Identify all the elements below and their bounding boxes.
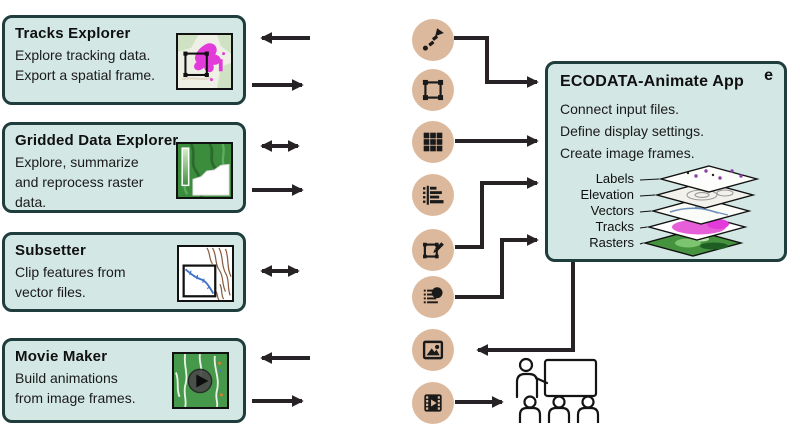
box-title: Subsetter bbox=[15, 242, 86, 259]
spatial-frame-icon bbox=[412, 69, 454, 111]
film-glyph bbox=[424, 394, 442, 412]
image-frames-icon bbox=[412, 329, 454, 371]
gridded-data-explorer-box: Gridded Data Explorer Explore, summarize… bbox=[2, 122, 246, 213]
tracks-map-thumbnail bbox=[176, 33, 233, 90]
subsetter-box: Subsetter Clip features from vector file… bbox=[2, 232, 246, 312]
tracks-explorer-box: Tracks Explorer Explore tracking data. E… bbox=[2, 15, 246, 105]
connector-frame-edit-to-app bbox=[455, 177, 539, 249]
box-description-line: vector files. bbox=[15, 284, 86, 300]
animation-preview-thumbnail bbox=[172, 352, 229, 409]
box-title: Gridded Data Explorer bbox=[15, 132, 179, 149]
box-title: Tracks Explorer bbox=[15, 25, 131, 42]
app-description-line: Connect input files. bbox=[560, 101, 680, 117]
vector-map-thumbnail bbox=[177, 245, 234, 302]
app-description-line: Define display settings. bbox=[560, 123, 704, 139]
ecodata-animate-app-box: e ECODATA-Animate App Connect input file… bbox=[545, 61, 787, 262]
layer-label-labels: Labels bbox=[595, 171, 634, 186]
list-dot-glyph bbox=[423, 287, 443, 304]
presentation-audience-icon bbox=[515, 357, 600, 423]
layer-label-elevation: Elevation bbox=[580, 187, 634, 202]
connector-app-to-image-frames bbox=[476, 261, 575, 356]
app-description-line: Create image frames. bbox=[560, 145, 695, 161]
connector-settings-list-to-app bbox=[455, 234, 539, 299]
tracking-route-icon bbox=[412, 19, 454, 61]
app-box-title: ECODATA-Animate App bbox=[560, 73, 744, 90]
movie-maker-box: Movie Maker Build animations from image … bbox=[2, 338, 246, 423]
box-title: Movie Maker bbox=[15, 348, 108, 365]
box-description-line: data. bbox=[15, 194, 47, 210]
box-description-line: Export a spatial frame. bbox=[15, 67, 156, 83]
edit-frame-glyph bbox=[423, 242, 444, 259]
map-layer-stack bbox=[639, 165, 760, 257]
grid-glyph bbox=[423, 132, 443, 152]
box-description-line: Explore tracking data. bbox=[15, 47, 151, 63]
frame-edit-icon bbox=[412, 229, 454, 271]
box-description-line: Build animations bbox=[15, 370, 118, 386]
box-description-line: Clip features from bbox=[15, 264, 126, 280]
figure-panel-label: e bbox=[764, 67, 773, 84]
raster-map-thumbnail bbox=[176, 142, 233, 199]
raster-grid-icon bbox=[412, 121, 454, 163]
box-description-line: Explore, summarize bbox=[15, 154, 139, 170]
frame-glyph bbox=[422, 79, 444, 101]
connector-tracking-route-to-app bbox=[454, 36, 539, 88]
image-glyph bbox=[422, 340, 444, 360]
bar-chart-glyph bbox=[423, 185, 444, 205]
layer-label-vectors: Vectors bbox=[590, 203, 634, 218]
route-glyph bbox=[422, 28, 444, 51]
layer-label-rasters: Rasters bbox=[589, 235, 634, 250]
film-animation-icon bbox=[412, 382, 454, 424]
box-description-line: and reprocess raster bbox=[15, 174, 144, 190]
summary-bars-icon bbox=[412, 174, 454, 216]
settings-list-icon bbox=[412, 276, 454, 318]
layer-label-tracks: Tracks bbox=[595, 219, 634, 234]
box-description-line: from image frames. bbox=[15, 390, 136, 406]
